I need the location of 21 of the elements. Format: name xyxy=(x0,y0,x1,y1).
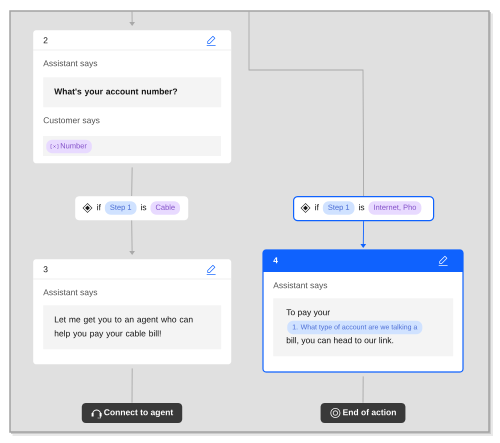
message-box: What's your account number? xyxy=(43,77,222,108)
condition-text: is xyxy=(141,204,146,210)
step-number: 4 xyxy=(273,257,278,264)
action-button: End of action xyxy=(320,403,406,423)
step-number: 3 xyxy=(44,266,48,272)
message-text: To pay your xyxy=(286,309,330,317)
condition-text: is xyxy=(359,204,364,210)
action-button: Connect to agent xyxy=(82,403,182,423)
condition-text: if xyxy=(97,204,101,210)
step-number: 2 xyxy=(44,37,48,44)
section-label: Assistant says xyxy=(273,282,328,290)
section-label: Assistant says xyxy=(43,60,98,68)
section-label: Customer says xyxy=(44,117,100,125)
connector-line xyxy=(248,10,364,196)
connector-line xyxy=(132,368,133,404)
connector-line xyxy=(131,166,133,196)
connector-line xyxy=(362,376,364,404)
condition-text: if xyxy=(315,204,319,210)
message-text: bill, you can head to our link. xyxy=(286,337,394,345)
message-box: Let me get you to an agent who can help you pay your cable bill! xyxy=(43,305,222,350)
section-label: Assistant says xyxy=(43,289,98,297)
